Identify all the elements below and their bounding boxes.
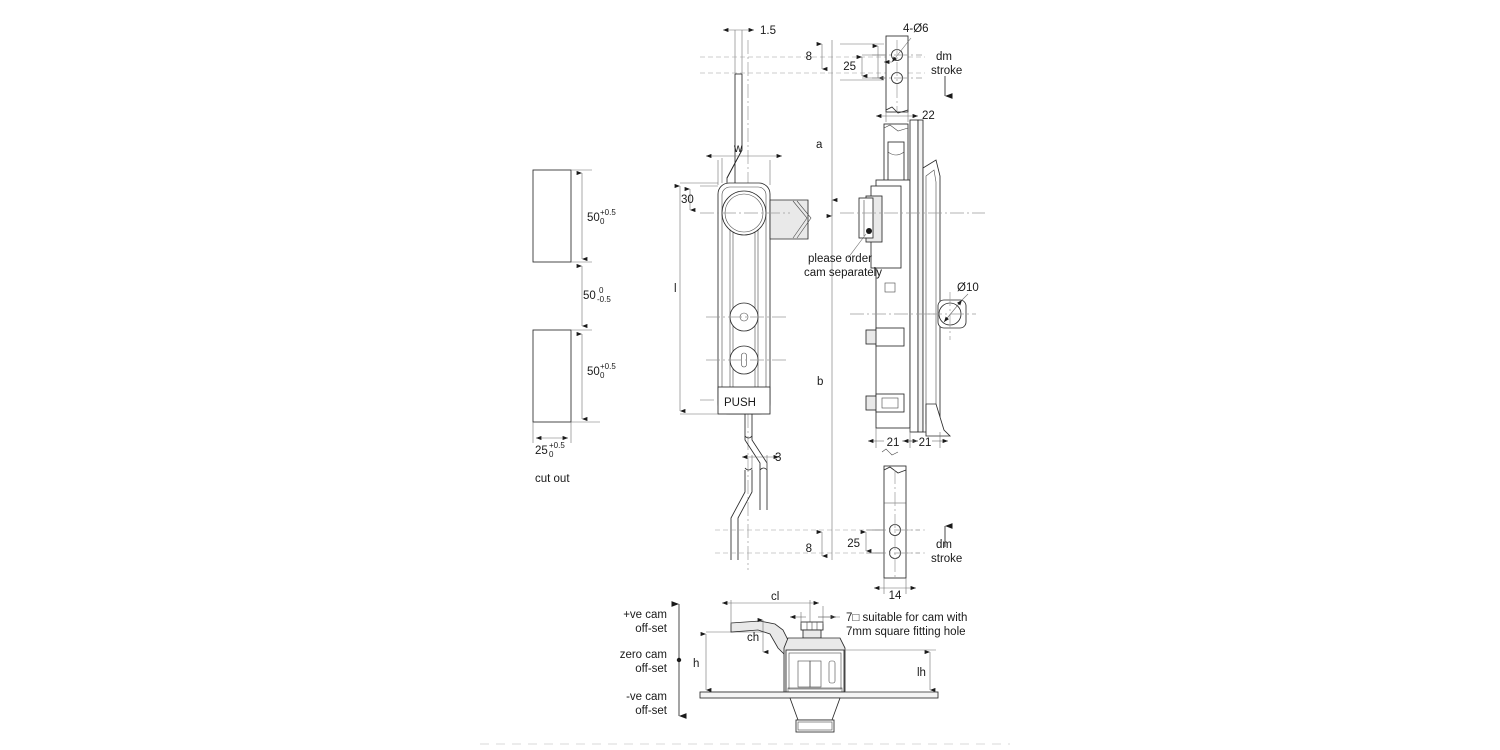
dim-label-lh: lh [917,667,926,679]
dim-label-dia-10: Ø10 [957,282,979,294]
dim-rod-thickness-top [723,27,754,74]
dim-label-25-top: 25 [843,61,856,73]
cutout-dim-top-value: 50 [587,212,600,224]
dim-length-l [674,182,718,415]
stroke-label-top-line1: dm [936,51,952,63]
cutout-view-geometry [532,169,600,443]
cam-note-line2: 7mm square fitting hole [846,626,966,638]
cutout-dim-width-value: 25 [535,445,548,457]
cutout-dim-mid-tol-lower: -0.5 [597,295,611,304]
cam-offset-zero-line1: zero cam [620,649,667,661]
cutout-dim-width-tol-upper: +0.5 [549,441,565,450]
note-cam-line2: cam separately [804,267,882,279]
note-cam-line1: please order [808,253,872,265]
dim-label-a: a [816,139,823,151]
dim-label-22: 22 [922,110,935,122]
cutout-dim-top-tol-upper: +0.5 [600,208,616,217]
cutout-dim-top-tol-lower: 0 [600,217,605,226]
dim-label-b: b [817,376,823,388]
side-view-assembly [840,119,985,437]
dim-label-cl: cl [771,591,779,603]
cam-detail-geometry [671,600,939,733]
dim-label-rod-thickness-top: 1.5 [760,25,776,37]
cam-offset-neg-line2: off-set [635,705,668,717]
dim-30 [684,185,718,213]
front-view-lock-body [700,182,812,415]
rod-bottom-detail [860,465,953,594]
dim-label-21-right: 21 [919,437,932,449]
front-view-bottom-rod [730,414,768,560]
cam-offset-neg-line1: -ve cam [626,691,667,703]
cutout-dim-mid-tol-upper: 0 [599,286,604,295]
dim-rod-thickness-3 [742,454,779,470]
dim-label-l: l [674,283,677,295]
push-label: PUSH [724,397,756,409]
stroke-label-bottom-line2: stroke [931,553,962,565]
dim-label-8-bottom: 8 [806,543,812,555]
dim-21-pair [868,428,948,456]
dim-label-30: 30 [681,194,694,206]
cutout-dim-bottom-tol-lower: 0 [600,371,605,380]
dim-label-rod-thickness-bottom: 3 [775,452,781,464]
cam-note-line1: 7□ suitable for cam with [846,612,967,624]
cutout-dim-mid-value: 50 [583,290,596,302]
dim-label-ch: ch [747,632,759,644]
stroke-label-bottom-line1: dm [936,539,952,551]
cutout-caption: cut out [535,473,570,485]
dim-25-top [840,43,884,81]
cam-offset-pos-line2: off-set [635,623,668,635]
stroke-label-top-line2: stroke [931,65,962,77]
dim-label-w: w [733,143,743,155]
dim-label-25-bottom: 25 [847,538,860,550]
cutout-dim-bottom-tol-upper: +0.5 [600,362,616,371]
cutout-dim-bottom-value: 50 [587,366,600,378]
dim-width-w [706,153,782,185]
dim-label-8-top: 8 [806,51,812,63]
cutout-dim-width-tol-lower: 0 [549,450,554,459]
cam-offset-pos-line1: +ve cam [623,609,667,621]
rod-top-detail [856,35,953,122]
dim-label-14: 14 [889,590,902,602]
dim-label-h: h [693,658,699,670]
dim-label-21-left: 21 [887,437,900,449]
cam-offset-zero-line2: off-set [635,663,668,675]
dim-label-4-dia-6: 4-Ø6 [903,23,929,35]
